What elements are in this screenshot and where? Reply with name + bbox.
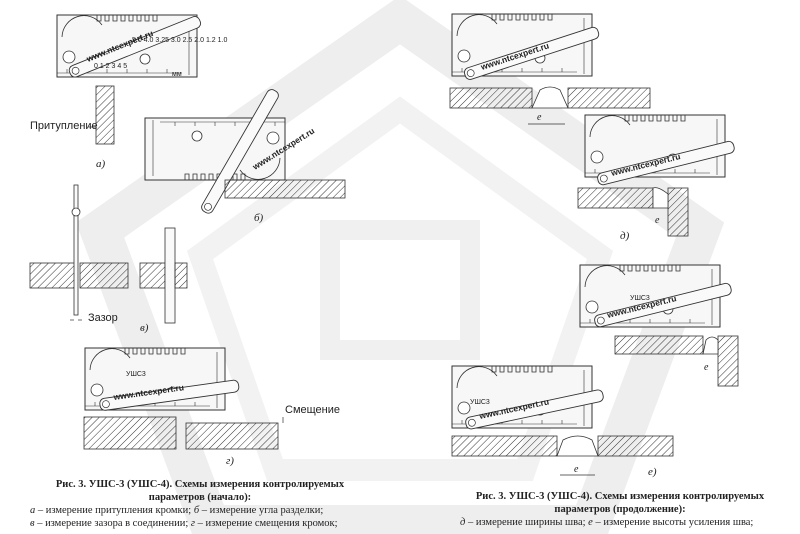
- caption-left-text-g: – измерение смещения кромок;: [195, 518, 338, 529]
- figure-g: www.ntcexpert.ru УШС3: [83, 347, 284, 450]
- sublabel-g: г): [226, 455, 234, 467]
- caption-left-text-b: – измерение угла разделки;: [199, 505, 324, 516]
- figure-right-top: www.ntcexpert.ru е: [449, 13, 651, 125]
- caption-right-title: Рис. 3. УШС-3 (УШС-4). Схемы измерения к…: [475, 491, 765, 502]
- caption-left-key-v: в: [30, 518, 35, 529]
- label-zazor: Зазор: [88, 312, 118, 324]
- caption-left-key-b: б: [193, 505, 200, 516]
- gauge-model-rm: УШС3: [630, 295, 650, 302]
- sublabel-b: б): [254, 212, 264, 224]
- caption-right-title2: параметров (продолжение):: [554, 504, 686, 515]
- sublabel-v: в): [140, 322, 149, 334]
- dim-e-e: е: [574, 464, 579, 475]
- caption-left-key-g: г: [190, 518, 195, 529]
- caption-right-key-d: д: [460, 517, 466, 528]
- figure-right-middle: www.ntcexpert.ru УШС3 е: [579, 264, 739, 387]
- label-smeshenie: Смещение: [285, 404, 341, 416]
- caption-right-text-e: – измерение высоты усиления шва;: [592, 517, 754, 528]
- caption-left: Рис. 3. УШС-3 (УШС-4). Схемы измерения к…: [30, 478, 370, 530]
- gauge-model-e: УШС3: [470, 399, 490, 406]
- caption-right-key-e: е: [588, 517, 593, 528]
- caption-right-text-d: – измерение ширины шва;: [465, 517, 589, 528]
- figure-a: www.ntcexpert.ru 0 1 2 3 4 5 5.0 4.0 3.2…: [56, 14, 227, 145]
- label-pritup: Притупление: [30, 120, 98, 132]
- figure-e: www.ntcexpert.ru УШС3 е: [451, 365, 674, 476]
- figure-b: www.ntcexpert.ru: [144, 87, 346, 216]
- caption-left-key-a: а: [30, 505, 36, 516]
- scale-top-a: 5.0 4.0 3.25 3.0 2.5 2.0 1.2 1.0: [132, 37, 227, 44]
- scale-left-a: 0 1 2 3 4 5: [94, 63, 127, 70]
- caption-left-text-a: – измерение притупления кромки;: [35, 505, 194, 516]
- figure-v: [29, 184, 188, 324]
- dim-e-rt: е: [537, 112, 542, 123]
- unit-a: мм: [172, 71, 182, 78]
- dim-e-d: е: [655, 215, 660, 226]
- gauge-model-g: УШС3: [126, 371, 146, 378]
- caption-left-title2: параметров (начало):: [148, 492, 252, 503]
- sublabel-d: д): [620, 230, 630, 242]
- figure-d: www.ntcexpert.ru е: [577, 114, 736, 237]
- caption-left-title: Рис. 3. УШС-3 (УШС-4). Схемы измерения к…: [55, 479, 345, 490]
- sublabel-e: е): [648, 466, 657, 478]
- dim-e-rm: е: [704, 362, 709, 373]
- sublabel-a: а): [96, 158, 106, 170]
- caption-right: Рис. 3. УШС-3 (УШС-4). Схемы измерения к…: [460, 490, 780, 529]
- caption-left-text-v: – измерение зазора в соединении;: [34, 518, 191, 529]
